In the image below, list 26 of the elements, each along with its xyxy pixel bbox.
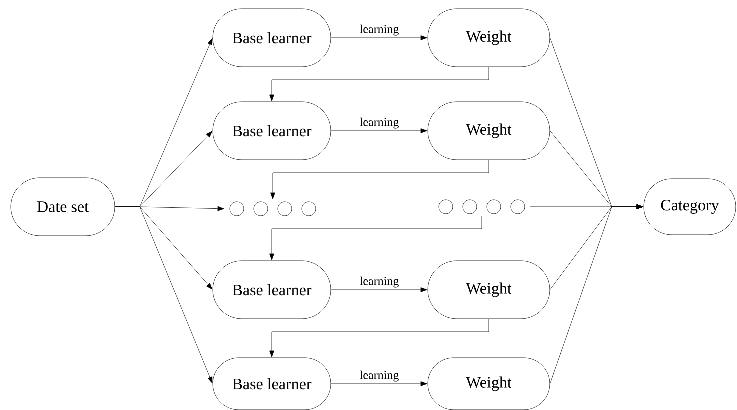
arrow bbox=[270, 318, 490, 358]
arrow bbox=[270, 67, 490, 102]
process-box: Base learner bbox=[212, 260, 332, 320]
process-box: Weight bbox=[428, 260, 550, 320]
arrow bbox=[331, 288, 428, 292]
process-box: Base learner bbox=[212, 358, 332, 410]
ellipsis-circles bbox=[230, 202, 316, 216]
arrow bbox=[115, 206, 213, 384]
data-box: Date set bbox=[10, 178, 116, 236]
arrow bbox=[331, 128, 428, 134]
process-box: Base learner bbox=[212, 102, 332, 160]
arrow bbox=[270, 216, 482, 260]
process-box: Weight bbox=[428, 102, 550, 160]
process-box: Base learner bbox=[212, 8, 332, 68]
ellipsis-circles bbox=[438, 200, 526, 214]
arrow bbox=[331, 36, 428, 40]
arrow bbox=[550, 204, 644, 384]
process-box: Weight bbox=[428, 8, 550, 68]
edge-label: learning bbox=[358, 116, 400, 130]
edge-label: learning bbox=[358, 276, 400, 289]
arrow bbox=[270, 160, 490, 200]
arrow bbox=[331, 382, 428, 386]
edge-label: learning bbox=[358, 24, 400, 37]
edge-label: learning bbox=[358, 370, 400, 383]
process-box: Weight bbox=[428, 358, 550, 410]
category-box: Category bbox=[644, 178, 736, 236]
